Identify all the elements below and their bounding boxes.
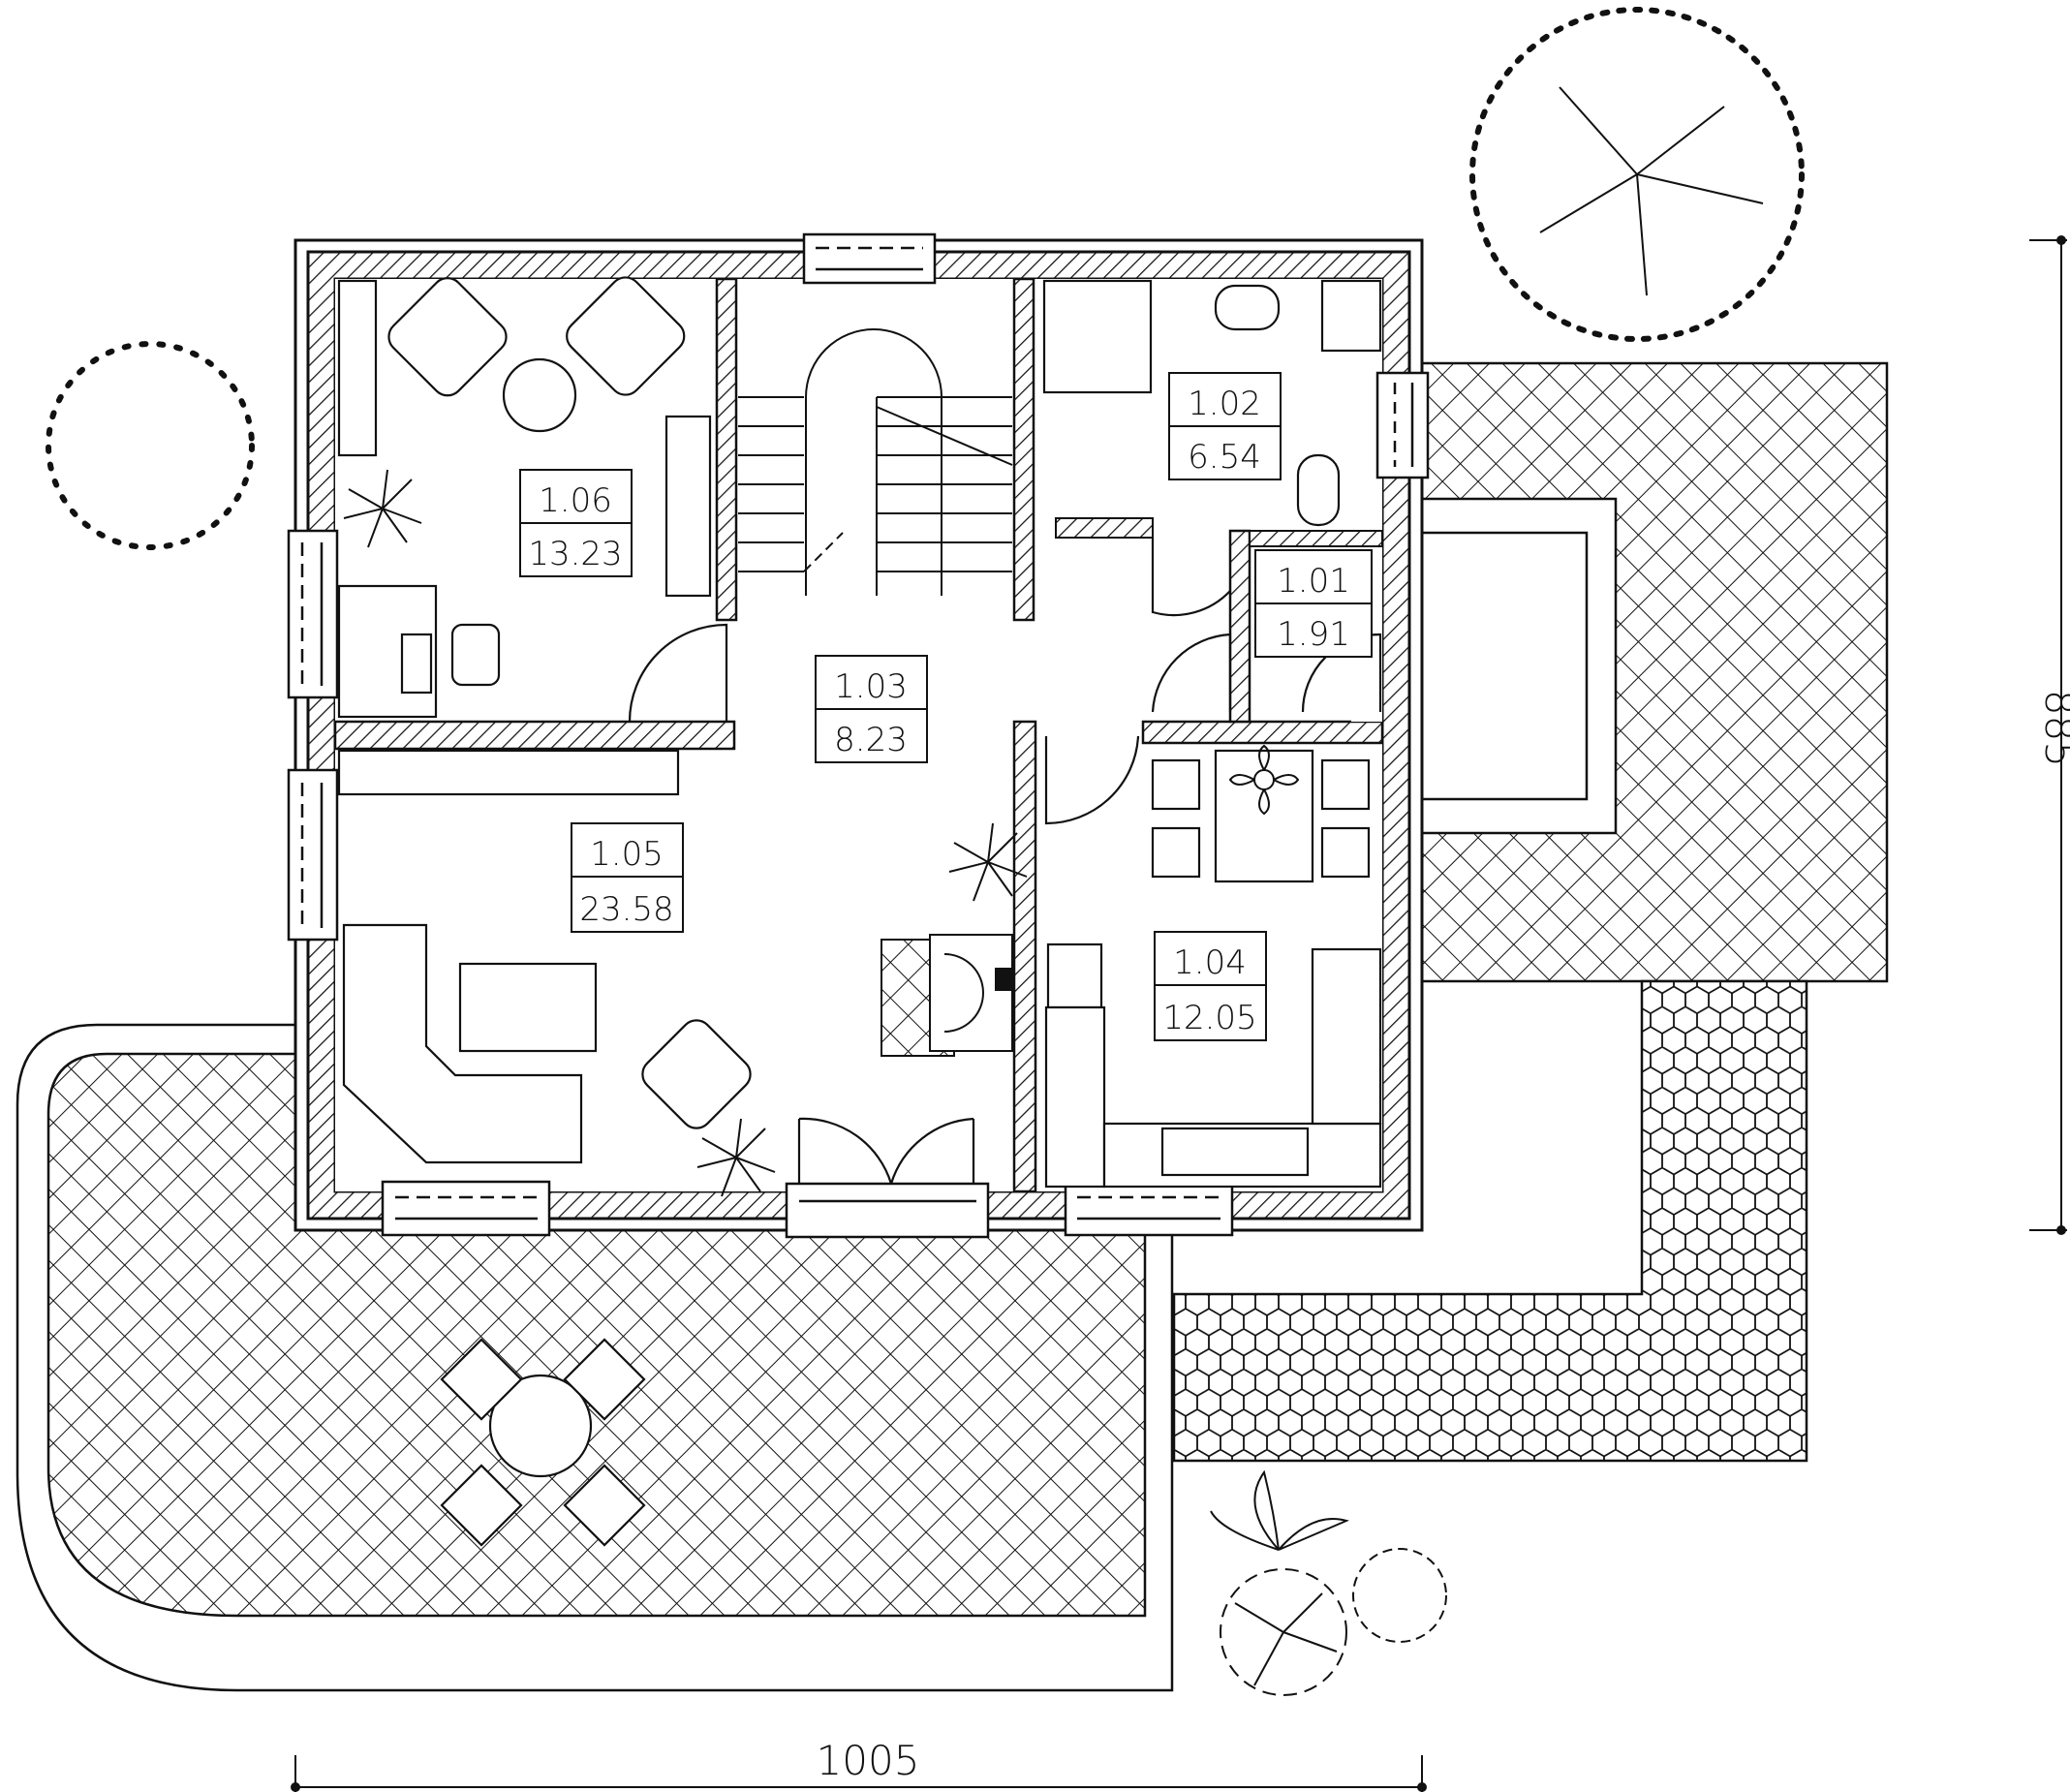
wall-5: [1141, 720, 1384, 745]
room-number: 1.06: [539, 481, 612, 520]
garden-table: [488, 1374, 593, 1478]
bookshelf: [337, 279, 378, 457]
armchair: [641, 1019, 752, 1129]
chair: [1151, 758, 1201, 811]
fridge: [1311, 947, 1382, 1126]
desk-chair: [450, 623, 501, 687]
depth-dimension-label: 885: [2036, 690, 2070, 767]
room-area: 23.58: [579, 890, 673, 929]
wall-1: [715, 277, 738, 622]
room-area: 13.23: [528, 535, 622, 573]
room-area: 6.54: [1188, 438, 1261, 477]
armchair: [566, 276, 686, 396]
potted-plant-icon: [343, 469, 422, 548]
room-label-1.05: 1.05 23.58: [571, 822, 684, 933]
room-labels: 1.06 13.23 1.03 8.23 1.02 6.54 1.01 1.91…: [519, 372, 1373, 1041]
potted-plant-icon: [948, 822, 1028, 902]
cabinet: [337, 749, 680, 796]
room-area: 1.91: [1277, 615, 1350, 654]
grass-icon: [1210, 1469, 1349, 1551]
bush-icon: [1352, 1548, 1447, 1643]
furniture: [337, 276, 1382, 1547]
room-label-1.06: 1.06 13.23: [519, 469, 633, 577]
kitchen-counter-1: [1044, 1005, 1106, 1189]
tree-icon: [1469, 7, 1805, 342]
coffee-table: [502, 357, 577, 433]
front-terrace: [15, 1023, 1174, 1692]
shrub-icon: [1220, 1568, 1347, 1696]
room-label-1.04: 1.04 12.05: [1154, 931, 1267, 1041]
width-dimension-label: 1005: [817, 1737, 920, 1784]
room-area: 8.23: [834, 721, 908, 759]
wall-9: [1055, 517, 1154, 539]
sink: [1160, 1127, 1310, 1177]
sofa: [342, 923, 583, 1164]
side-terrace: [1420, 361, 1889, 983]
room-area: 12.05: [1162, 999, 1256, 1037]
toilet: [1296, 453, 1341, 527]
chair: [1320, 826, 1371, 879]
chair: [1320, 758, 1371, 811]
garden-chair: [440, 1338, 523, 1421]
room-label-1.01: 1.01 1.91: [1254, 549, 1373, 658]
wall-4: [1012, 720, 1037, 1193]
washing-machine: [1320, 279, 1382, 353]
room-number: 1.04: [1173, 943, 1247, 982]
fireplace: [881, 934, 1013, 1057]
wall-6: [1228, 529, 1251, 724]
shrub-icon: [46, 341, 255, 550]
tv-table: [458, 962, 598, 1053]
bookcase: [400, 633, 433, 695]
room-number: 1.01: [1277, 562, 1350, 601]
tree-trunk: [1539, 86, 1764, 296]
wall-2: [1012, 277, 1035, 622]
staircase: [738, 328, 1013, 596]
plants: [46, 7, 1805, 1696]
garden-chair: [563, 1338, 646, 1421]
chair: [1151, 826, 1201, 879]
garden-chair: [440, 1464, 523, 1547]
bathroom-sink: [1214, 284, 1281, 331]
windows: [287, 232, 1430, 1239]
dimension-depth: 885: [2029, 235, 2070, 1235]
shower: [1042, 279, 1153, 394]
room-label-1.03: 1.03 8.23: [815, 655, 928, 763]
room-number: 1.05: [590, 835, 664, 874]
flower-icon: [1228, 744, 1300, 816]
wall-3: [333, 720, 736, 751]
cabinet: [664, 415, 712, 598]
room-label-1.02: 1.02 6.54: [1168, 372, 1282, 480]
dining-table: [1214, 749, 1314, 883]
stove: [1046, 942, 1103, 1009]
wall-8: [1249, 530, 1383, 547]
garden-chair: [563, 1464, 646, 1547]
dimension-width: 1005: [291, 1737, 1427, 1792]
armchair: [387, 277, 508, 397]
room-number: 1.03: [834, 667, 908, 706]
hexagon-paving: [1172, 979, 1808, 1463]
room-number: 1.02: [1188, 385, 1261, 423]
potted-plant-icon: [696, 1118, 776, 1197]
